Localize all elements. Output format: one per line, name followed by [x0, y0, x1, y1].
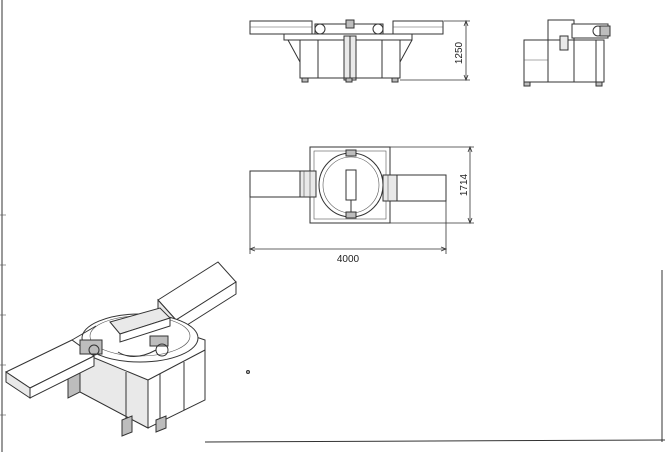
front-elevation-view [249, 19, 470, 83]
isometric-view [4, 261, 250, 437]
dimension-depth-label: 1714 [459, 173, 470, 196]
dimension-width-label: 4000 [337, 254, 360, 265]
plan-view [248, 145, 474, 254]
dimension-height-label: 1250 [454, 41, 465, 64]
side-elevation-view [523, 19, 611, 87]
